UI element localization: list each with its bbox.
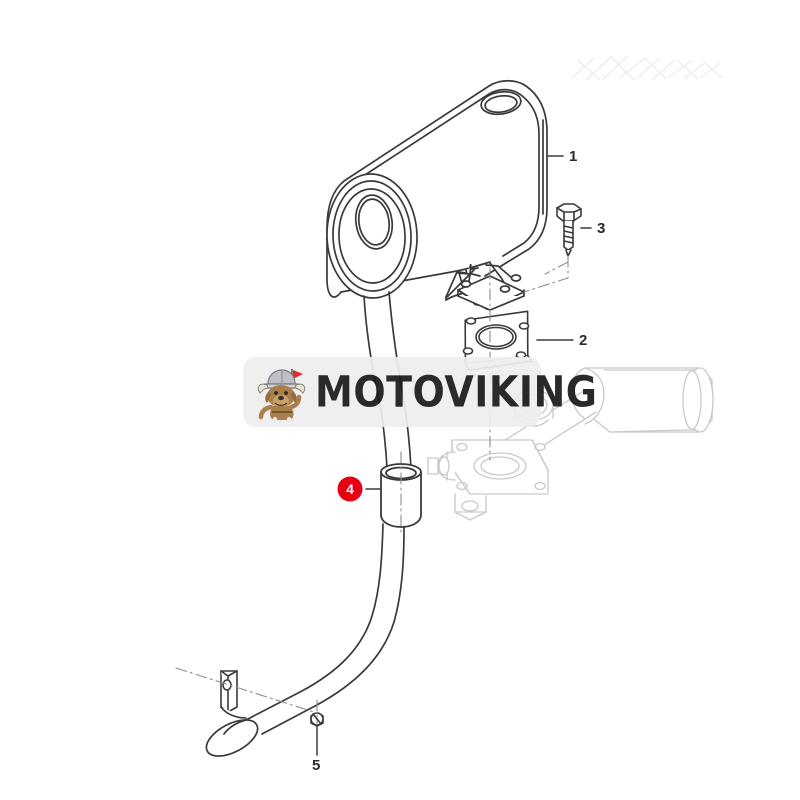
viking-dog-icon [257, 369, 306, 424]
watermark-text: MOTOVIKING [315, 367, 598, 417]
callout-number-2: 2 [579, 332, 587, 349]
gasket-hole [465, 317, 477, 325]
muffler-body [326, 79, 548, 299]
callout-number-5: 5 [312, 757, 320, 774]
callout-leaders [316, 155, 592, 756]
watermark-badge: MOTOVIKING [243, 357, 597, 427]
viking-dog-logo [249, 362, 311, 424]
hex-bolt [556, 203, 582, 257]
callout-numbers: 1 2 3 4 5 [312, 148, 605, 774]
flange-hole [499, 285, 511, 293]
centerlines [175, 255, 569, 727]
callout-number-1: 1 [569, 148, 577, 165]
tailpipe-bracket [220, 670, 247, 719]
callout-badge-circle [337, 476, 363, 502]
flange-hole [460, 280, 472, 288]
centerline-bolt-branch [544, 261, 569, 275]
callout-number-3: 3 [597, 220, 605, 237]
centerline-bolt [523, 255, 569, 293]
callout-badge-4: 4 [337, 476, 363, 502]
muffler-inlet-neck [445, 261, 525, 311]
gasket-hole [462, 347, 474, 355]
callout-number-4: 4 [346, 481, 354, 497]
faint-hatch-artifact [571, 55, 723, 81]
flange-hole [510, 274, 522, 282]
gasket-hole [518, 322, 530, 330]
centerline-bracket [175, 667, 318, 714]
tailpipe [205, 523, 405, 757]
